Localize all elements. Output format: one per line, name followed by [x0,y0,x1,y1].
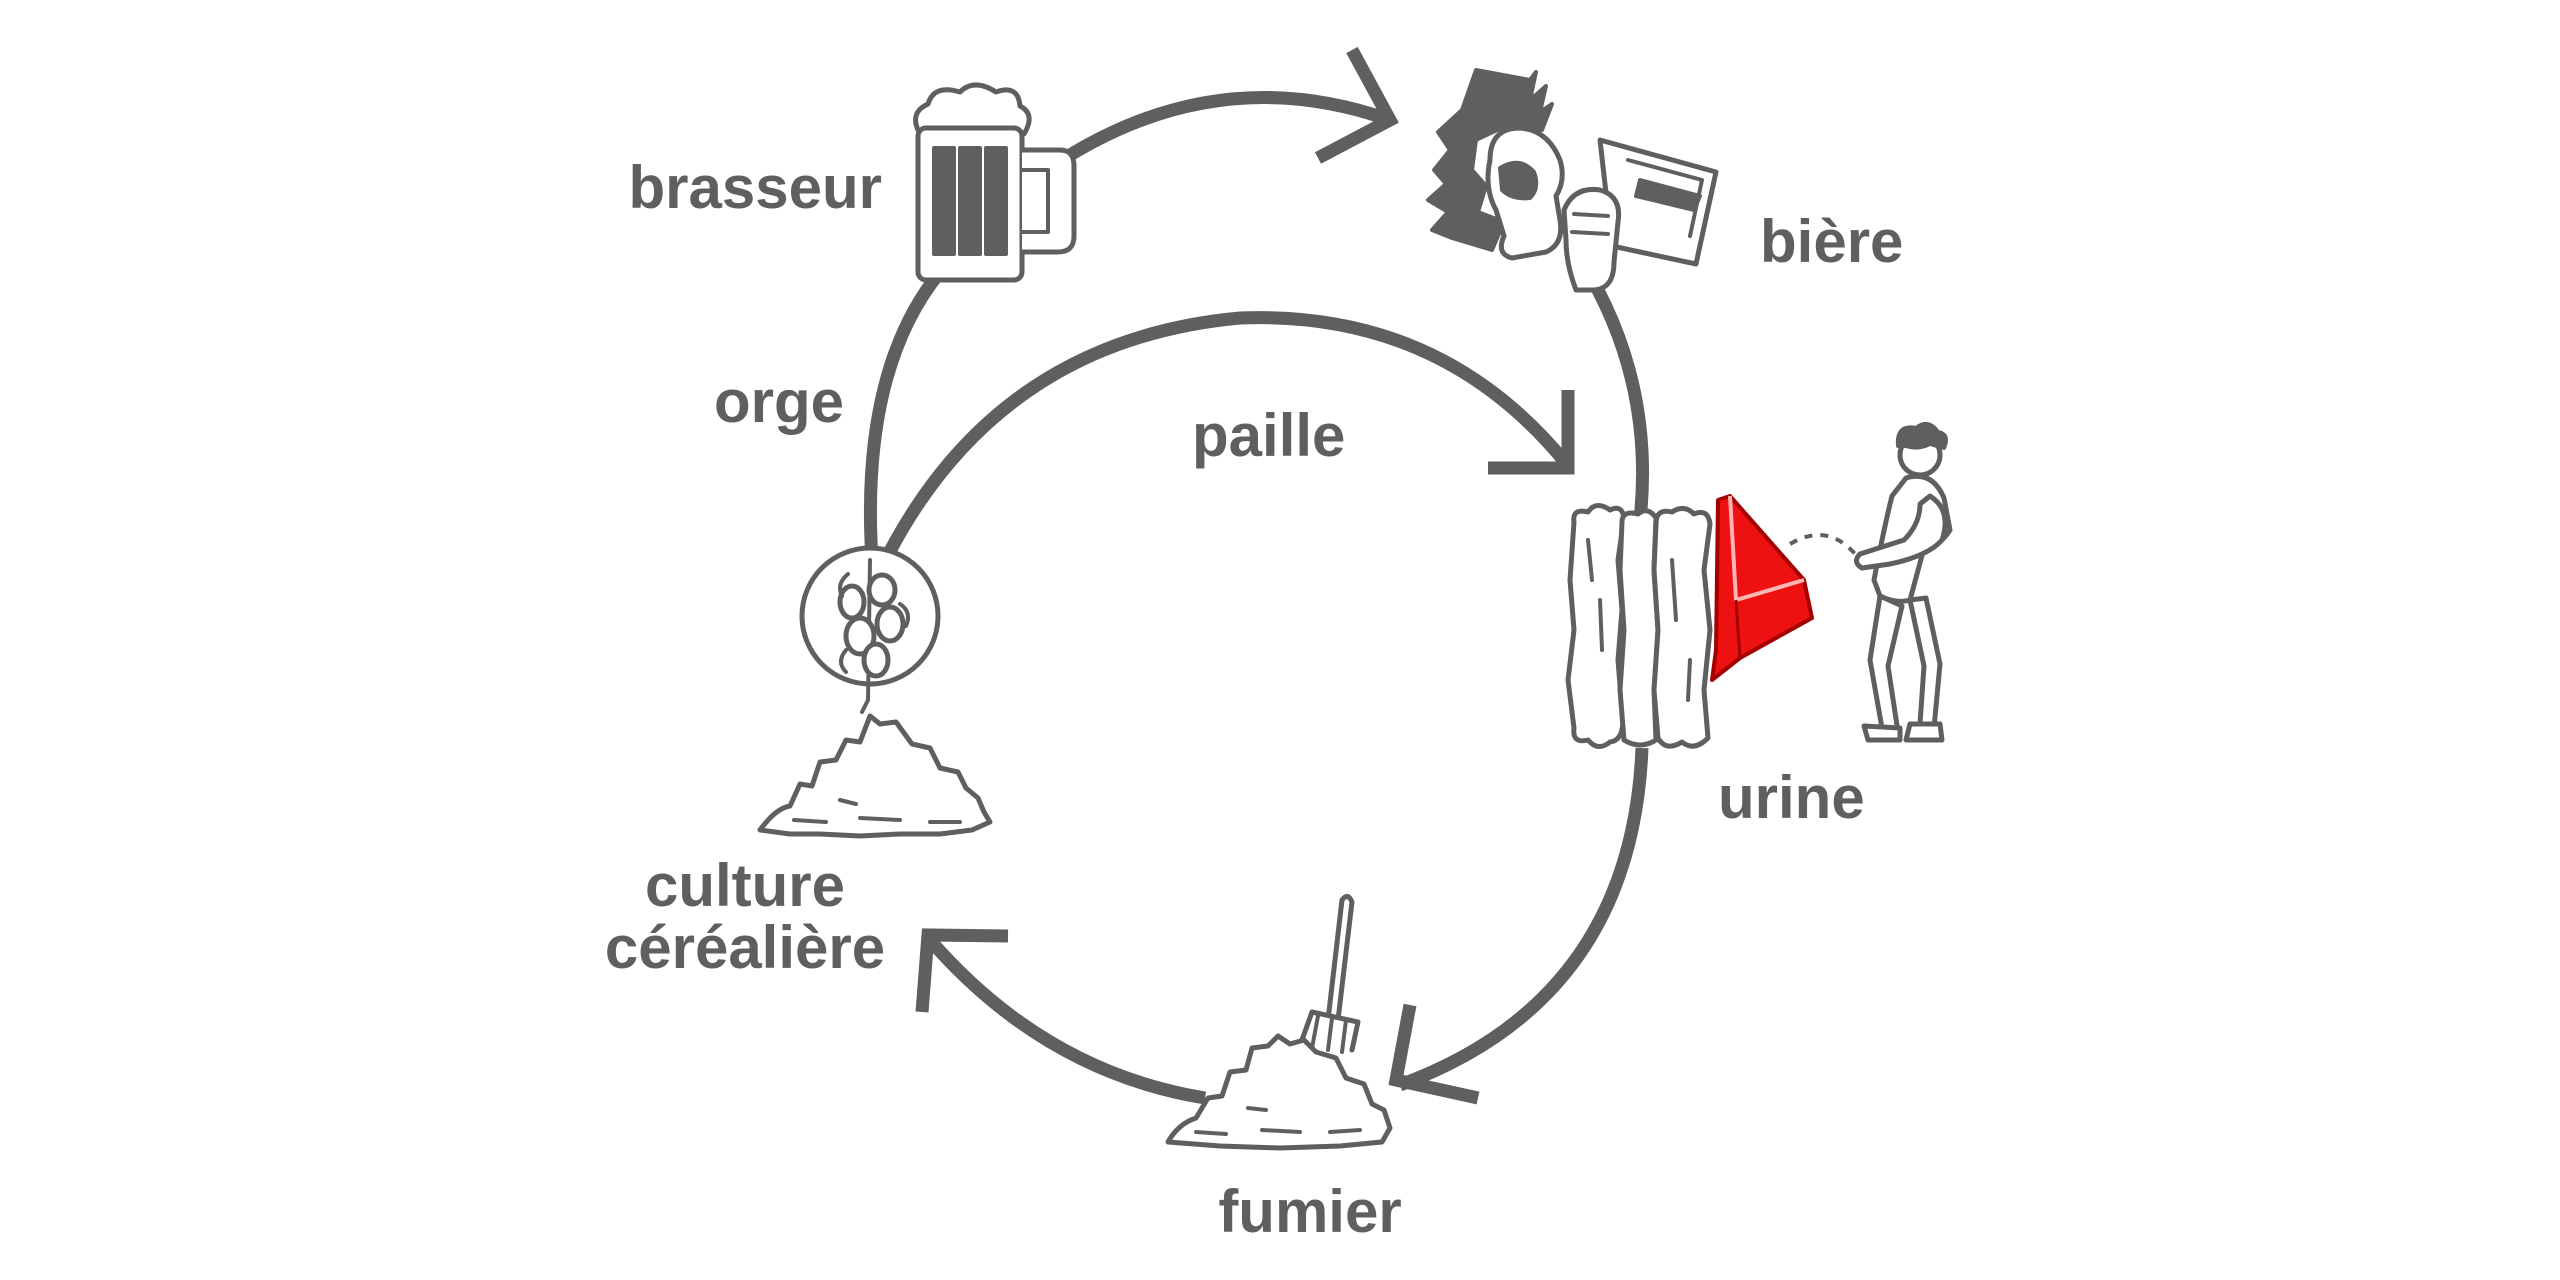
arc-brasseur-to-biere [1058,91,1393,166]
label-biere: bière [1760,208,1903,275]
arc-orge [863,267,946,561]
arc-paille [882,311,1571,559]
label-culture: culture [645,852,845,919]
arrowhead-paille [1488,390,1575,475]
arrowhead-biere [1314,46,1399,164]
drinking-person-icon [1426,68,1719,293]
label-fumier: fumier [1218,1178,1401,1245]
arrowhead-culture [915,928,1009,1013]
soil-mound-icon [757,713,993,839]
urinal-icon [1710,494,1814,682]
arc-biere-to-urine [1576,258,1650,521]
arc-fumier-to-culture [925,935,1207,1105]
label-urine: urine [1718,764,1865,831]
label-cerealiere: céréalière [605,914,885,981]
label-paille: paille [1192,402,1345,469]
arrowhead-fumier [1388,1003,1480,1105]
label-brasseur: brasseur [629,154,882,221]
hop-plant-icon [799,545,941,714]
cycle-arrows [863,46,1650,1105]
straw-bale-icon [1565,503,1713,749]
arc-urine-to-fumier [1397,747,1649,1092]
label-orge: orge [714,368,844,435]
beer-mug-icon [913,82,1077,283]
pitchfork-manure-icon [1165,894,1393,1151]
urinating-man-icon [1788,421,1953,743]
